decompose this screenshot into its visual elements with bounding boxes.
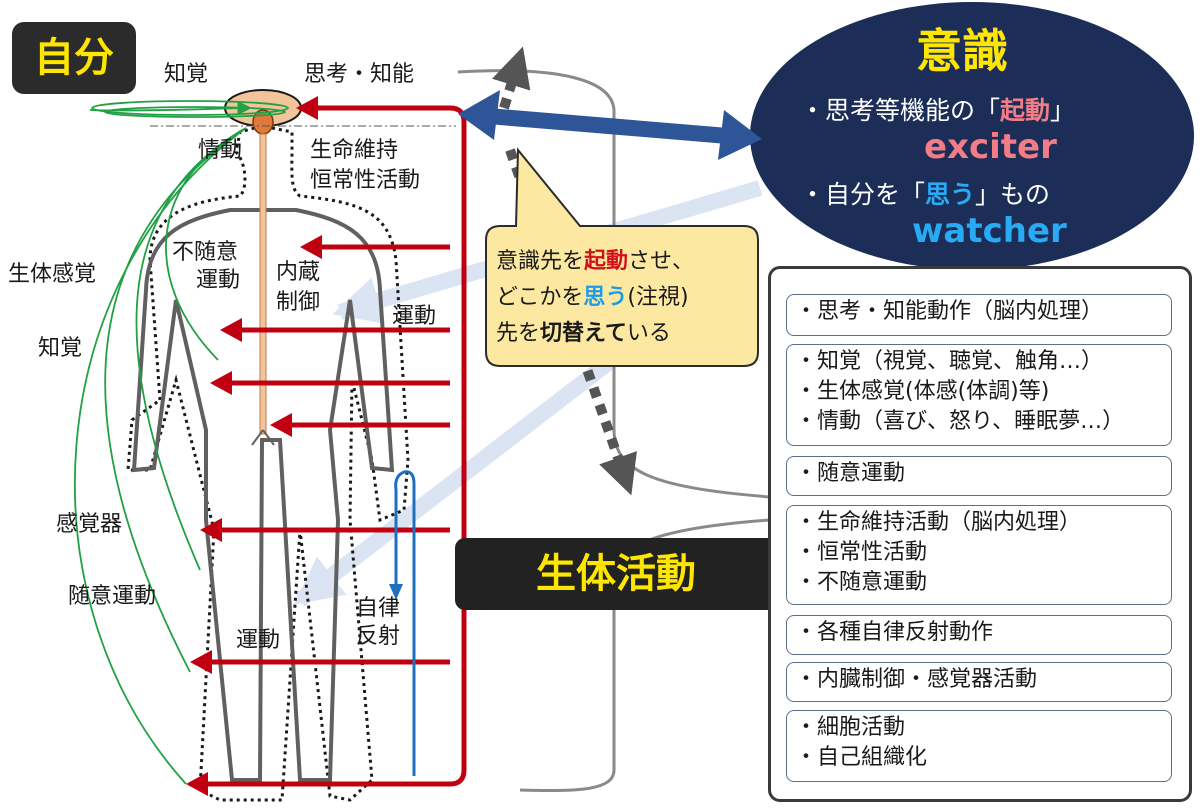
label-emotion: 情動 [198, 138, 243, 163]
consciousness-line-exciter: ・思考等機能の「起動」 [800, 96, 1076, 125]
watcher-label: watcher [912, 211, 1067, 251]
consciousness-title: 意識 [916, 24, 1008, 78]
label-movement-lower: 運動 [236, 628, 281, 653]
list-item: 知覚（視覚、聴覚、触角…） [795, 347, 1163, 377]
consciousness-double-arrow [458, 90, 762, 160]
label-autonomic: 自律 [356, 596, 401, 621]
list-item: 不随意運動 [795, 568, 1163, 598]
list-item: 情動（喜び、怒り、睡眠夢…） [795, 407, 1163, 437]
callout-bubble [485, 147, 759, 367]
list-item: 自己組織化 [795, 743, 1163, 773]
nerve-arrowheads [186, 96, 322, 796]
list-group-life-maintenance: 生命維持活動（脳内処理） 恒常性活動 不随意運動 [786, 505, 1172, 605]
sensory-pathways [73, 100, 289, 785]
label-perception-left: 知覚 [38, 336, 83, 361]
list-item: 恒常性活動 [795, 538, 1163, 568]
spinal-cord [259, 133, 267, 435]
label-visceral: 内蔵 [276, 260, 321, 285]
consciousness-line-watcher: ・自分を「思う」もの [800, 180, 1051, 209]
boundary-bracket [457, 69, 771, 793]
body-outline-dotted [126, 124, 410, 802]
label-visceral-control: 制御 [276, 290, 321, 315]
list-group-cell: 細胞活動 自己組織化 [786, 710, 1172, 782]
reflex-loop [389, 470, 416, 776]
list-group-visceral: 内臓制御・感覚器活動 [786, 662, 1172, 702]
label-thinking: 思考・知能 [304, 62, 415, 87]
list-group-voluntary: 随意運動 [786, 456, 1172, 496]
list-group-perception: 知覚（視覚、聴覚、触角…） 生体感覚(体感(体調)等) 情動（喜び、怒り、睡眠夢… [786, 344, 1172, 446]
self-badge: 自分 [12, 22, 136, 94]
list-item: 生体感覚(体感(体調)等) [795, 377, 1163, 407]
list-item: 細胞活動 [795, 713, 1163, 743]
label-involuntary-movement: 運動 [196, 268, 241, 293]
label-reflex: 反射 [356, 624, 401, 649]
label-somatic-sense: 生体感覚 [8, 262, 97, 287]
label-perception-top: 知覚 [164, 62, 209, 87]
label-sense-organs: 感覚器 [56, 512, 123, 537]
list-item: 生命維持活動（脳内処理） [795, 508, 1163, 538]
label-homeostasis: 恒常性活動 [310, 168, 421, 193]
list-group-reflex: 各種自律反射動作 [786, 615, 1172, 655]
list-item: 思考・知能動作（脳内処理） [795, 297, 1163, 327]
bio-activity-badge: 生体活動 [455, 538, 777, 610]
list-group-thinking: 思考・知能動作（脳内処理） [786, 294, 1172, 336]
list-item: 随意運動 [795, 459, 1163, 489]
nerve-trunk [194, 105, 467, 787]
spinal-branch [251, 429, 275, 446]
label-life-maintenance: 生命維持 [310, 138, 399, 163]
label-movement-upper: 運動 [392, 304, 437, 329]
list-item: 各種自律反射動作 [795, 618, 1163, 648]
consciousness-ellipse [750, 2, 1194, 270]
list-item: 内臓制御・感覚器活動 [795, 665, 1163, 695]
callout-text: 意識先を起動させ、 どこかを思う(注視) 先を切替えている [496, 249, 695, 346]
exciter-label: exciter [924, 127, 1057, 167]
label-voluntary-movement: 随意運動 [68, 584, 157, 609]
label-involuntary: 不随意 [172, 240, 239, 265]
